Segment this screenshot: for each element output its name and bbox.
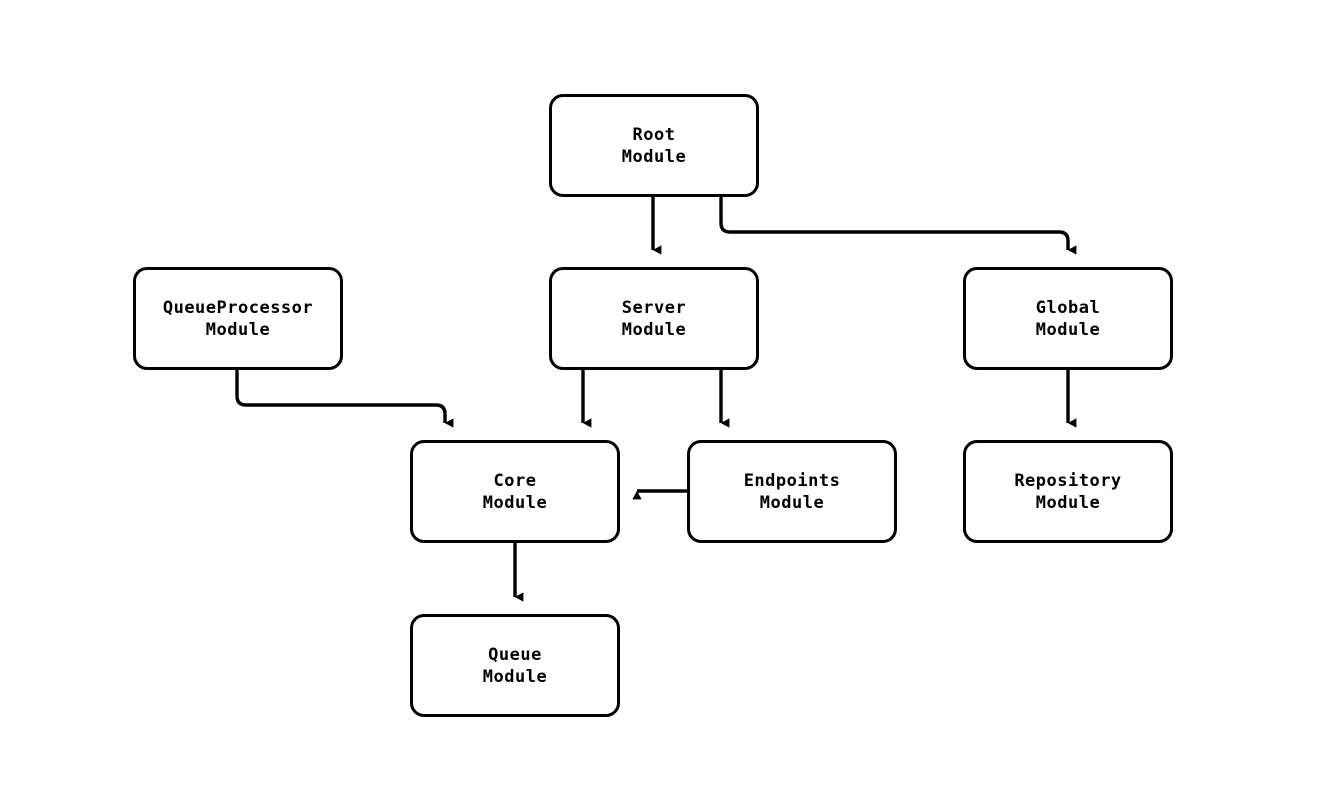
node-queueprocessor[interactable]: QueueProcessor Module <box>133 267 343 370</box>
node-global[interactable]: Global Module <box>963 267 1173 370</box>
node-repository[interactable]: Repository Module <box>963 440 1173 543</box>
node-server[interactable]: Server Module <box>549 267 759 370</box>
node-queueprocessor-title: QueueProcessor <box>162 297 314 318</box>
node-server-subtitle: Module <box>621 319 687 340</box>
node-root-title: Root <box>632 124 676 145</box>
node-endpoints-title: Endpoints <box>743 470 841 491</box>
node-queue-title: Queue <box>488 644 542 665</box>
node-core-title: Core <box>493 470 537 491</box>
node-repository-title: Repository <box>1014 470 1122 491</box>
node-queueprocessor-subtitle: Module <box>205 319 271 340</box>
node-repository-subtitle: Module <box>1035 492 1101 513</box>
node-endpoints-subtitle: Module <box>759 492 825 513</box>
node-core[interactable]: Core Module <box>410 440 620 543</box>
node-global-title: Global <box>1035 297 1101 318</box>
edge-queueprocessor-core <box>235 370 454 428</box>
node-core-subtitle: Module <box>482 492 548 513</box>
node-endpoints[interactable]: Endpoints Module <box>687 440 897 543</box>
node-root-subtitle: Module <box>621 146 687 167</box>
edge-root-global <box>719 197 1077 255</box>
node-root[interactable]: Root Module <box>549 94 759 197</box>
node-queue-subtitle: Module <box>482 666 548 687</box>
node-server-title: Server <box>621 297 687 318</box>
node-global-subtitle: Module <box>1035 319 1101 340</box>
node-queue[interactable]: Queue Module <box>410 614 620 717</box>
